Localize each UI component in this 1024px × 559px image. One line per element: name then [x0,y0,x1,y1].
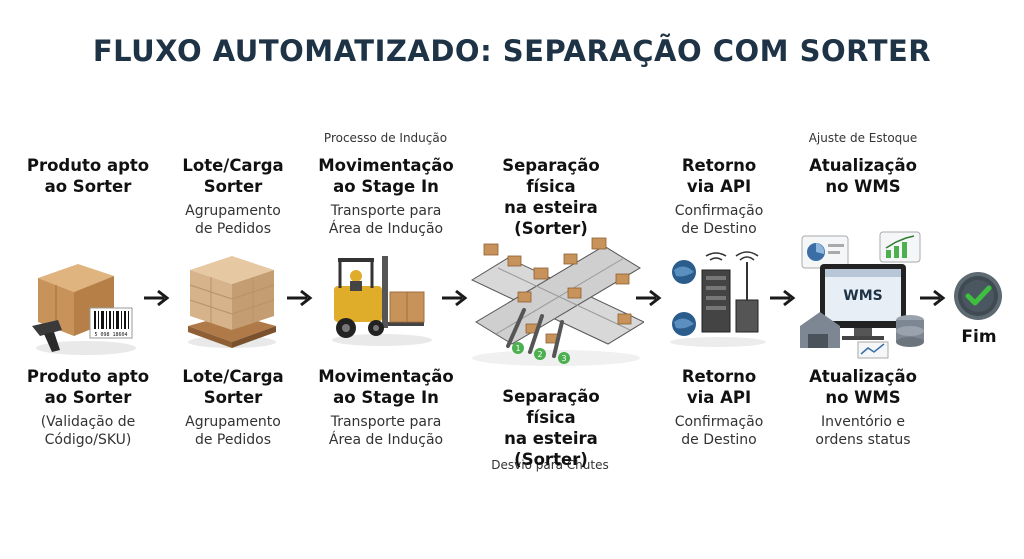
pallet-boxes-icon [188,256,276,348]
step-bottom-retorno: Retorno via API Confirmação de Destino [644,366,794,449]
step-description: (Validação de Código/SKU) [13,413,163,449]
step-description: Inventório e ordens status [788,413,938,449]
step-heading: via API [686,388,752,407]
step-bottom-atualizacao: Atualização no WMS Inventório e ordens s… [788,366,938,449]
chute-number: 3 [561,354,566,363]
step-description-line: Confirmação [674,414,764,430]
step-description-line: de Pedidos [194,432,272,448]
step-description: Confirmação de Destino [644,202,794,238]
arrow-right-icon [287,289,313,307]
step-description-line: Agrupamento [185,414,281,430]
step-heading: (Sorter) [514,219,588,238]
sorter-conveyor-icon: 1 2 3 [470,237,644,366]
step-heading: ao Stage In [333,388,439,407]
end-label: Fim [961,327,997,347]
note-desvio: Desvio para Chutes [491,458,609,472]
step-heading: via API [686,177,752,196]
step-description-line: de Destino [681,221,757,237]
step-heading: no WMS [825,177,901,196]
step-description-line: Área de Indução [328,432,444,448]
arrow-right-icon [144,289,170,307]
check-icon [954,272,1002,320]
step-heading: Lote/Carga [182,156,284,175]
step-top-separacao: Separação física na esteira (Sorter) [476,155,626,239]
step-description-line: Transporte para [330,414,442,430]
step-top-retorno: Retorno via API Confirmação de Destino [644,155,794,238]
step-heading: ao Stage In [333,177,439,196]
step-heading: Retorno [681,156,757,175]
step-heading: Separação física [502,156,600,196]
step-bottom-separacao: Separação física na esteira (Sorter) [476,386,626,470]
barcode-text: 5 098 18604 [94,332,127,338]
step-heading: Retorno [681,367,757,386]
step-bottom-lote: Lote/Carga Sorter Agrupamento de Pedidos [158,366,308,449]
step-description: Agrupamento de Pedidos [158,202,308,238]
step-description: Transporte para Área de Indução [311,202,461,238]
step-description-line: de Pedidos [194,221,272,237]
step-top-atualizacao: Atualização no WMS [788,155,938,197]
wms-screen-label: WMS [843,288,882,304]
step-heading: ao Sorter [44,388,132,407]
step-heading: Produto apto [26,367,150,386]
chute-number: 2 [537,350,542,359]
step-bottom-movimentacao: Movimentação ao Stage In Transporte para… [311,366,461,449]
note-inducao: Processo de Indução [323,131,448,145]
step-description: Transporte para Área de Indução [311,413,461,449]
package-barcode-icon: 5 098 18604 [32,264,136,355]
step-heading: no WMS [825,388,901,407]
step-bottom-produto: Produto apto ao Sorter (Validação de Cód… [13,366,163,449]
step-heading: Movimentação [318,156,454,175]
step-heading: na esteira [504,198,598,217]
step-heading: Lote/Carga [182,367,284,386]
step-heading: Separação física [502,387,600,427]
step-heading: Atualização [809,367,917,386]
step-top-movimentacao: Movimentação ao Stage In Transporte para… [311,155,461,238]
step-description-line: Código/SKU) [44,432,132,448]
chute-number: 1 [515,344,520,353]
step-heading: Atualização [809,156,917,175]
step-description: Agrupamento de Pedidos [158,413,308,449]
step-description-line: Área de Indução [328,221,444,237]
step-description: Confirmação de Destino [644,413,794,449]
arrow-right-icon [636,289,662,307]
arrow-right-icon [442,289,468,307]
step-top-produto: Produto apto ao Sorter [13,155,163,197]
step-heading: Sorter [203,388,263,407]
step-heading: na esteira [504,429,598,448]
forklift-icon [332,256,432,346]
step-heading: Produto apto [26,156,150,175]
step-heading: (Sorter) [514,450,588,469]
step-description-line: Confirmação [674,203,764,219]
step-heading: ao Sorter [44,177,132,196]
page-title: FLUXO AUTOMATIZADO: SEPARAÇÃO COM SORTER [92,34,932,68]
note-estoque: Ajuste de Estoque [808,131,918,145]
step-description-line: de Destino [681,432,757,448]
step-description-line: Inventório e [820,414,906,430]
step-top-lote: Lote/Carga Sorter Agrupamento de Pedidos [158,155,308,238]
arrow-right-icon [770,289,796,307]
step-heading: Sorter [203,177,263,196]
step-description-line: ordens status [815,432,911,448]
api-server-icon [670,251,766,347]
arrow-right-icon [920,289,946,307]
step-heading: Movimentação [318,367,454,386]
step-description-line: (Validação de [40,414,136,430]
step-description-line: Transporte para [330,203,442,219]
wms-dashboard-icon: WMS [800,231,924,359]
step-description-line: Agrupamento [185,203,281,219]
